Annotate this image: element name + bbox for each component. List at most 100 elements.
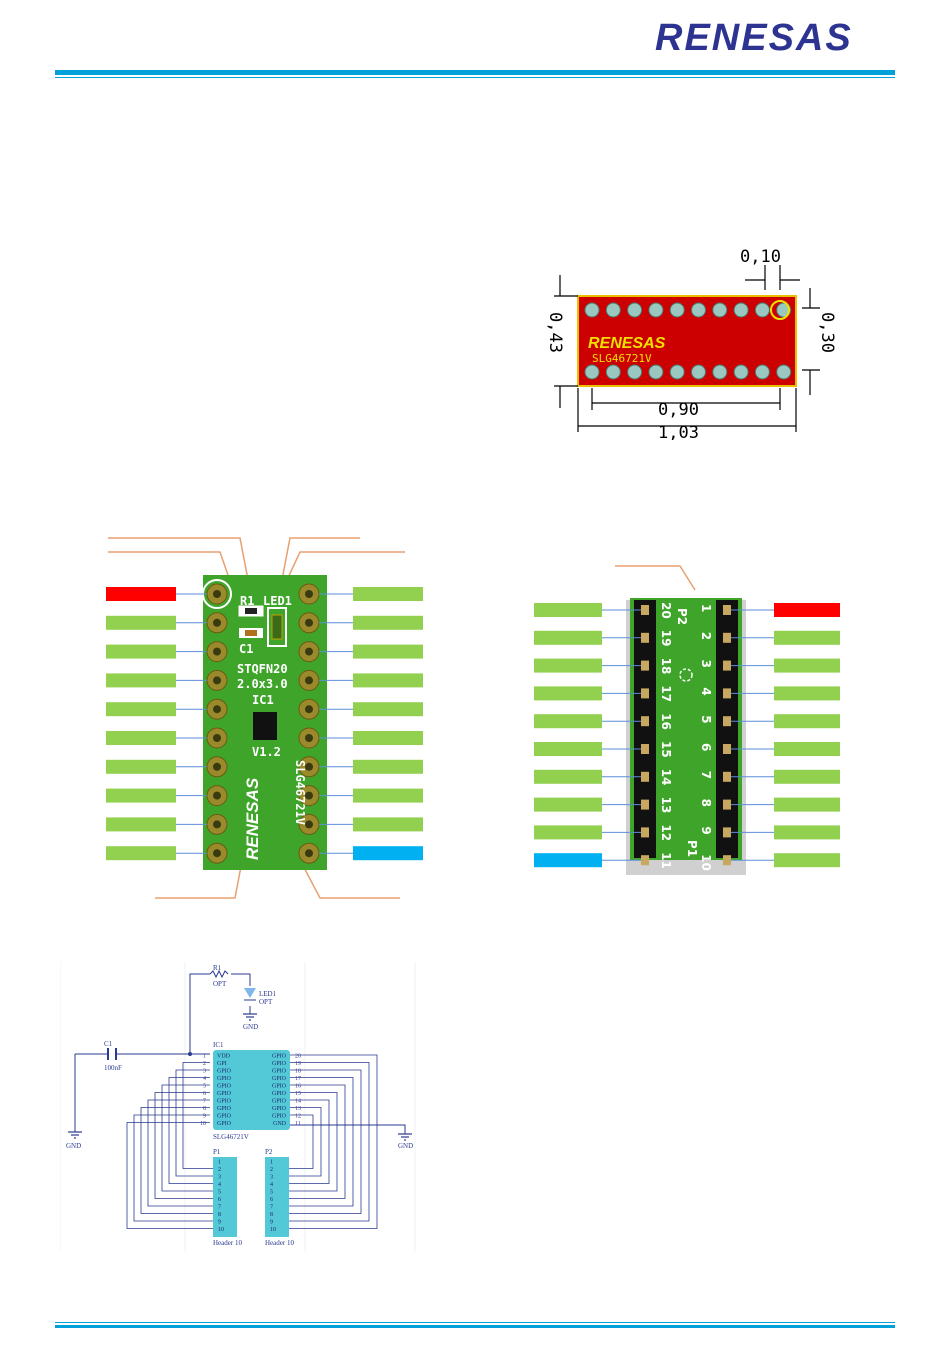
dim-pad (776, 302, 792, 318)
sch-right-pin-num: 20 (295, 1054, 301, 1060)
sch-p2-pin: 8 (270, 1212, 273, 1218)
sch-right-pin-name: GPIO (272, 1069, 287, 1075)
silk-r1: R1 (240, 594, 254, 608)
bottom-left-label (534, 825, 602, 840)
schematic-fanout-wires (126, 1054, 378, 1229)
silk-package: STQFN20 (237, 662, 288, 676)
sch-left-pin-num: 3 (203, 1069, 206, 1075)
top-pad-hole (213, 762, 221, 771)
header-pin (641, 716, 649, 727)
dim-pad (584, 364, 600, 380)
bottom-right-number: 1 (699, 604, 713, 612)
sch-p2-pin: 9 (270, 1220, 273, 1226)
dim-pad (584, 302, 600, 318)
dim-pad (733, 364, 749, 380)
footer-rule-thick (55, 1325, 895, 1328)
left-pin-label (106, 759, 176, 774)
dim-pad (669, 364, 685, 380)
silk-led1: LED1 (263, 594, 292, 608)
dim-pitch: 0,10 (740, 247, 781, 267)
bottom-left-label (534, 797, 602, 812)
top-pad-hole (305, 676, 313, 685)
bottom-left-number: 14 (659, 769, 673, 786)
leader-r1 (108, 537, 251, 591)
dim-pad (733, 302, 749, 318)
bottom-left-number: 16 (659, 713, 673, 730)
sch-p2-pin: 4 (270, 1182, 273, 1188)
bottom-right-label (774, 825, 840, 840)
left-pin-label (106, 731, 176, 745)
dim-pad (776, 364, 792, 380)
left-pin-label (106, 846, 176, 861)
header-pin (641, 744, 649, 754)
sch-right-pin-num: 11 (295, 1121, 301, 1127)
header-pin (641, 855, 649, 866)
led1-body (271, 614, 283, 640)
led-symbol (244, 988, 256, 998)
right-pin-label (353, 673, 423, 688)
sch-left-pin-name: GPIO (217, 1069, 232, 1075)
sch-fan-left (175, 1069, 213, 1177)
sch-right-pin-name: GPIO (272, 1084, 287, 1090)
bottom-left-number: 18 (659, 658, 673, 675)
bottom-left-label (534, 603, 602, 617)
sch-left-pin-num: 7 (203, 1099, 206, 1105)
bottom-right-number: 6 (699, 743, 713, 751)
dim-pad (691, 302, 706, 318)
sch-left-pin-name: VDD (217, 1054, 231, 1060)
sch-p1-pin: 1 (218, 1160, 221, 1166)
silk-p2: P2 (675, 608, 689, 625)
bottom-left-label (534, 658, 602, 673)
sch-p2-pin: 5 (270, 1190, 273, 1196)
sch-r1-val: OPT (213, 980, 227, 988)
silk-brand: RENESAS (243, 777, 262, 860)
sch-r1: R1 (213, 964, 222, 972)
top-pin-labels (106, 587, 423, 861)
sch-fan-left (147, 1099, 213, 1207)
sch-left-pin-name: GPIO (217, 1099, 232, 1105)
header-pin (723, 716, 731, 727)
top-pad-hole (213, 734, 221, 742)
silk-p1: P1 (685, 840, 699, 857)
sch-left-pin-num: 6 (203, 1091, 206, 1097)
bottom-left-label (534, 742, 602, 756)
bottom-left-label (534, 769, 602, 784)
header-pin (723, 632, 731, 643)
sch-p2: P2 (265, 1148, 273, 1156)
dim-pad (691, 364, 706, 380)
leader-p2 (615, 565, 696, 591)
top-pad-hole (213, 849, 221, 858)
header-pin (723, 799, 731, 810)
bottom-left-number: 12 (659, 824, 673, 841)
sch-right-pin-num: 18 (295, 1069, 301, 1075)
dim-pad (605, 302, 621, 318)
sch-led: LED1 (259, 990, 277, 998)
header-pin (641, 799, 649, 810)
dimension-pads (584, 302, 792, 380)
dim-row-spacing: 0,30 (817, 312, 837, 353)
sch-gnd-left: GND (66, 1142, 81, 1150)
sch-fan-right (289, 1077, 354, 1207)
header-pin (723, 744, 731, 754)
sch-fan-right (289, 1062, 370, 1222)
bottom-right-number: 7 (699, 771, 713, 779)
sch-ic1: IC1 (213, 1041, 224, 1049)
bottom-left-label (534, 630, 602, 645)
bottom-right-number: 10 (699, 854, 713, 871)
header-pin (723, 688, 731, 699)
right-pin-label (353, 731, 423, 745)
sch-p2-pin: 2 (270, 1167, 273, 1173)
header-pin (723, 855, 731, 866)
sch-right-pin-num: 16 (295, 1084, 301, 1090)
sch-right-pin-name: GPIO (272, 1114, 287, 1120)
top-pad-hole (213, 590, 221, 598)
dim-pad (605, 364, 621, 380)
top-pad-hole (305, 820, 313, 829)
bottom-right-label (774, 658, 840, 673)
sch-fan-right (289, 1069, 362, 1214)
right-pin-label (353, 846, 423, 861)
sch-gnd-top: GND (243, 1023, 258, 1031)
